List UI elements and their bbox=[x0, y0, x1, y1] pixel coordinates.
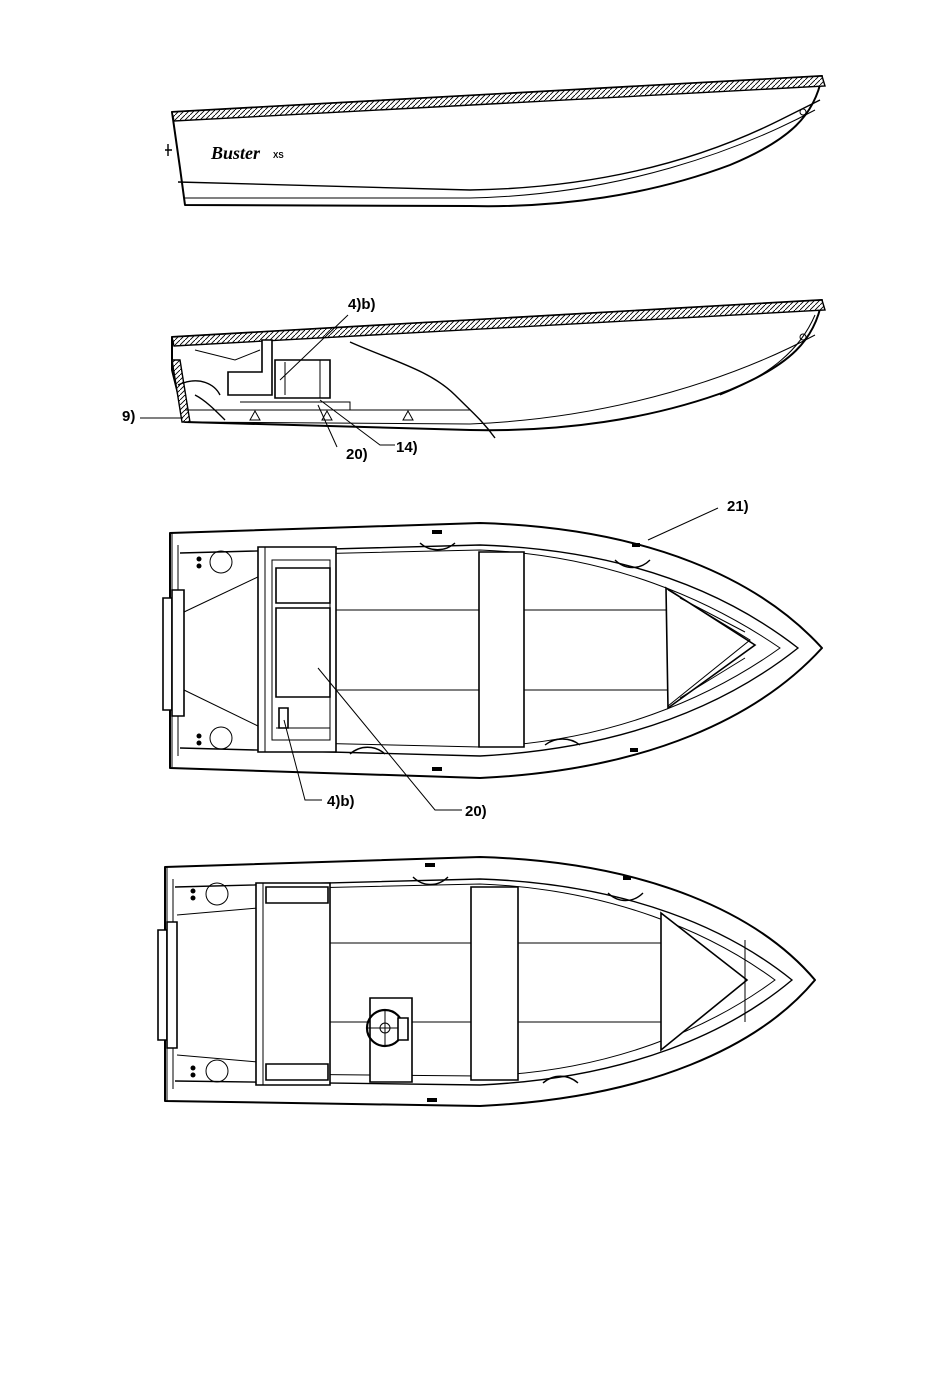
side-section-view: 4)b) 9) 20) 14) bbox=[122, 296, 825, 463]
brand-model: XS bbox=[273, 151, 284, 160]
callout-stern-side: 9) bbox=[122, 408, 135, 425]
brand-logo: Buster bbox=[210, 143, 261, 163]
callout-keel-side: 14) bbox=[396, 439, 418, 456]
callout-console-top: 4)b) bbox=[327, 793, 355, 810]
callout-console-side: 4)b) bbox=[348, 296, 376, 313]
callout-floor-top: 20) bbox=[465, 803, 487, 820]
callout-rail-top: 21) bbox=[727, 498, 749, 515]
top-view-with-steering bbox=[158, 857, 815, 1106]
top-view-with-console: 21) 4)b) 20) bbox=[163, 498, 822, 820]
callout-floor-side: 20) bbox=[346, 446, 368, 463]
side-view: Buster XS bbox=[165, 76, 825, 206]
